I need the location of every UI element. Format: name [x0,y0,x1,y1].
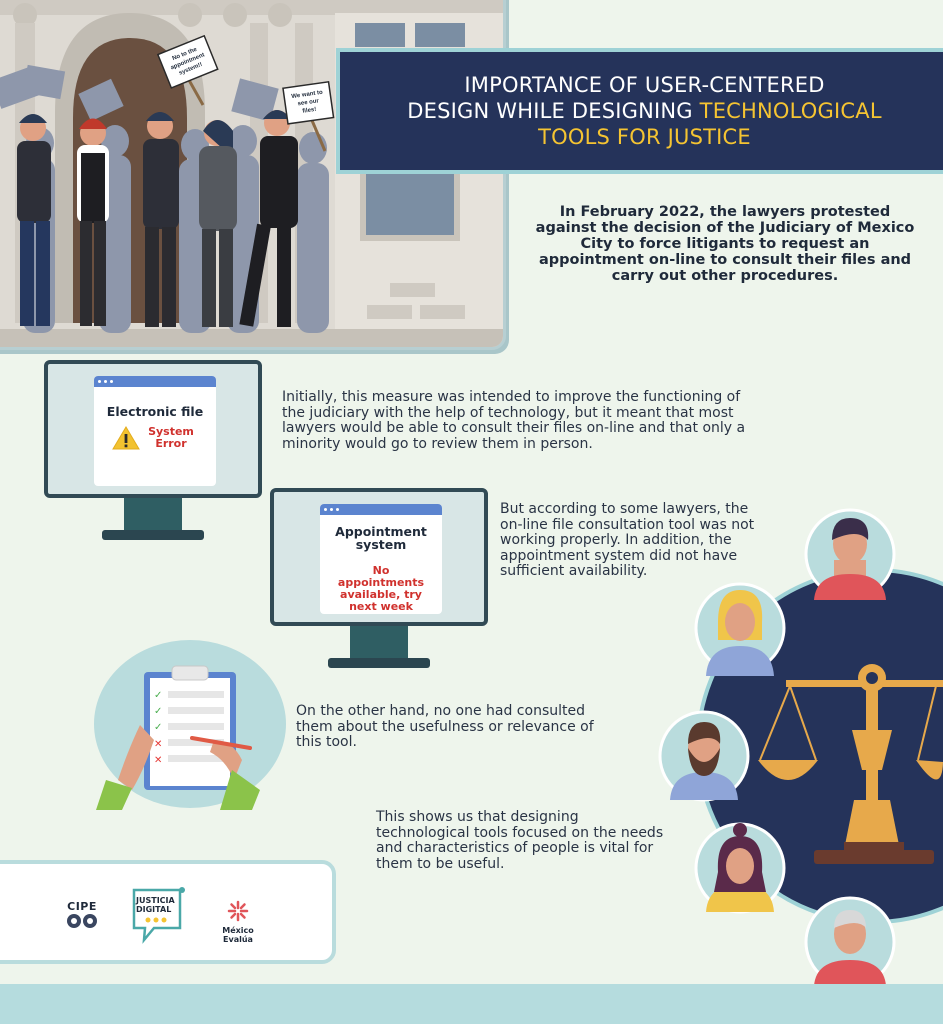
svg-text:✕: ✕ [154,739,162,750]
app-window: Electronic file System Error [94,376,216,486]
monitor-screen: Appointment system No appointments avail… [270,488,488,626]
window-title: Appointment system [335,524,427,552]
cipe-logo-text: CIPE [67,900,97,913]
paragraph-2: But according to some lawyers, the on-li… [500,501,755,579]
title-line-2-plain: DESIGN WHILE DESIGNING [407,99,700,123]
monitor-base [102,530,204,540]
mexico-evalua-logo: México Evalúa [206,900,270,944]
scales-of-justice-icon [658,508,943,988]
svg-text:files!: files! [302,107,317,115]
cipe-emblem-icon [67,914,97,928]
title-line-3-highlight: TOOLS FOR JUSTICE [538,125,751,149]
title-line-1: IMPORTANCE OF USER-CENTERED [464,73,825,97]
monitor-base [328,658,430,668]
app-window: Appointment system No appointments avail… [320,504,442,614]
monitor-appointment-system: Appointment system No appointments avail… [270,488,488,670]
svg-text:✕: ✕ [154,755,162,766]
avatar-group [658,508,896,988]
speech-bubble-icon [132,887,185,944]
error-text: System Error [148,425,194,450]
justicia-line-2: DIGITAL [136,905,172,914]
monitor-screen: Electronic file System Error [44,360,262,498]
warning-icon [112,426,140,450]
clipboard-icon: ✓ ✓ ✓ ✕ ✕ [94,640,286,810]
justice-people-illustration [646,500,943,990]
title-banner: IMPORTANCE OF USER-CENTERED DESIGN WHILE… [336,48,943,174]
intro-paragraph: In February 2022, the lawyers protested … [535,204,915,284]
starburst-icon [227,900,249,922]
paragraph-3: On the other hand, no one had consulted … [296,703,594,750]
window-title: Electronic file [106,404,204,419]
error-message: System Error [94,426,216,450]
window-title-bar [320,504,442,515]
monitor-electronic-file: Electronic file System Error [44,360,262,542]
logos-card: CIPE JUSTICIA DIGITAL México Evalúa [0,860,336,964]
monitor-stand [350,626,408,660]
title-line-2-highlight: TECHNOLOGICAL [699,99,882,123]
svg-text:✓: ✓ [154,706,162,717]
error-text: No appointments available, try next week [337,564,425,613]
cipe-logo: CIPE [58,900,106,933]
svg-text:see our: see our [297,98,320,107]
clipboard-illustration: ✓ ✓ ✓ ✕ ✕ [92,630,286,810]
svg-text:✓: ✓ [154,690,162,701]
paragraph-4: This shows us that designing technologic… [376,809,664,872]
justicia-digital-logo: JUSTICIA DIGITAL [130,886,186,944]
mexico-evalua-text: México Evalúa [222,926,254,944]
justicia-logo-text: JUSTICIA DIGITAL [136,896,175,914]
paragraph-1: Initially, this measure was intended to … [282,389,746,452]
monitor-stand [124,498,182,532]
svg-text:✓: ✓ [154,722,162,733]
window-title-bar [94,376,216,387]
footer-band [0,984,943,1024]
justicia-line-1: JUSTICIA [136,896,175,905]
svg-text:We want to: We want to [291,90,323,100]
title-line-2: DESIGN WHILE DESIGNING TECHNOLOGICAL [407,98,882,124]
page-title: IMPORTANCE OF USER-CENTERED DESIGN WHILE… [407,72,882,150]
